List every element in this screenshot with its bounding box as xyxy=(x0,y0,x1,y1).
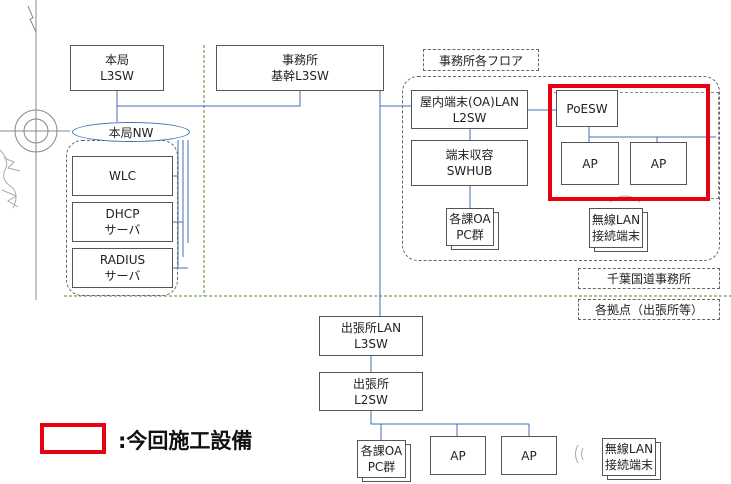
swhub-line2: SWHUB xyxy=(446,164,493,178)
poesw-label: PoESW xyxy=(566,101,608,116)
oa-pc-floor: 各課OA PC群 xyxy=(446,208,494,246)
core-l3sw-line2: 基幹L3SW xyxy=(271,69,329,83)
dhcp-server: DHCP サーバ xyxy=(72,202,173,242)
floor-label-text: 事務所各フロア xyxy=(438,53,523,68)
decorative-ring-art xyxy=(0,0,70,300)
wireless-floor-line2: 接続端末 xyxy=(591,229,640,243)
ap-floor-2-label: AP xyxy=(650,156,667,171)
decorative-sketch-art xyxy=(0,149,21,209)
ap-floor-2: AP xyxy=(630,142,687,185)
wireless-arcs-branch xyxy=(575,444,584,464)
branch-l3sw: 出張所LAN L3SW xyxy=(319,316,423,356)
highlight-frame xyxy=(548,84,710,201)
link-honkyoku-core xyxy=(116,91,301,107)
ap-floor-1-label: AP xyxy=(582,156,598,171)
oa-pc-branch-line1: 各課OA xyxy=(360,444,403,458)
wireless-floor: 無線LAN 接続端末 xyxy=(589,208,643,248)
wlc-box: WLC xyxy=(72,156,173,196)
wireless-branch-line2: 接続端末 xyxy=(604,458,653,472)
honkyoku-l3sw-line1: 本局 xyxy=(104,53,129,67)
link-nw-servers xyxy=(173,140,189,269)
honkyoku-l3sw-line2: L3SW xyxy=(100,69,134,83)
legend-label: :今回施工設備 xyxy=(118,429,253,453)
chiba-office-text: 千葉国道事務所 xyxy=(606,272,691,286)
dhcp-line2: サーバ xyxy=(104,223,141,237)
floor-label: 事務所各フロア xyxy=(423,49,539,71)
radius-line2: サーバ xyxy=(104,269,141,283)
radius-server: RADIUS サーバ xyxy=(72,248,173,288)
chiba-office-label: 千葉国道事務所 xyxy=(578,268,720,289)
branch-l2sw: 出張所 L2SW xyxy=(319,372,423,411)
dhcp-line1: DHCP xyxy=(105,207,140,221)
branch-l2sw-line1: 出張所 xyxy=(352,376,389,391)
core-l3sw-line1: 事務所 xyxy=(281,53,318,67)
ap-floor-1: AP xyxy=(561,142,619,185)
branch-l2sw-line2: L2SW xyxy=(354,392,388,407)
ap-branch-2: AP xyxy=(501,436,557,475)
link-branch-bus xyxy=(370,411,529,425)
indoor-lan-l2sw: 屋内端末(OA)LAN L2SW xyxy=(411,90,528,129)
ap-branch-1-label: AP xyxy=(450,448,466,463)
oa-pc-branch-line2: PC群 xyxy=(367,460,396,474)
indoor-lan-l2sw-line2: L2SW xyxy=(452,110,487,125)
oa-pc-floor-line1: 各課OA xyxy=(449,212,491,226)
indoor-lan-l2sw-line1: 屋内端末(OA)LAN xyxy=(420,94,519,109)
honkyoku-l3sw: 本局 L3SW xyxy=(70,45,164,91)
poesw: PoESW xyxy=(556,90,618,127)
honkyoku-nw-label: 本局NW xyxy=(108,125,154,140)
core-l3sw: 事務所 基幹L3SW xyxy=(216,45,384,91)
swhub: 端末収容 SWHUB xyxy=(411,140,528,186)
wireless-branch-line1: 無線LAN xyxy=(604,442,654,456)
wireless-branch: 無線LAN 接続端末 xyxy=(602,438,656,476)
floor-area xyxy=(402,76,720,261)
honkyoku-nw: 本局NW xyxy=(72,122,190,142)
oa-pc-floor-line2: PC群 xyxy=(456,228,484,242)
branches-label: 各拠点（出張所等） xyxy=(578,299,720,320)
wireless-floor-line1: 無線LAN xyxy=(591,213,641,227)
legend-swatch xyxy=(40,423,106,454)
swhub-line1: 端末収容 xyxy=(445,148,494,162)
radius-line1: RADIUS xyxy=(99,253,146,267)
ap-branch-2-label: AP xyxy=(521,448,537,463)
ap-branch-1: AP xyxy=(430,436,486,475)
branch-l3sw-line2: L3SW xyxy=(354,337,388,351)
wlc-label: WLC xyxy=(109,169,136,183)
branches-text: 各拠点（出張所等） xyxy=(594,303,703,317)
oa-pc-branch: 各課OA PC群 xyxy=(357,440,406,478)
branch-l3sw-line1: 出張所LAN xyxy=(340,321,402,335)
